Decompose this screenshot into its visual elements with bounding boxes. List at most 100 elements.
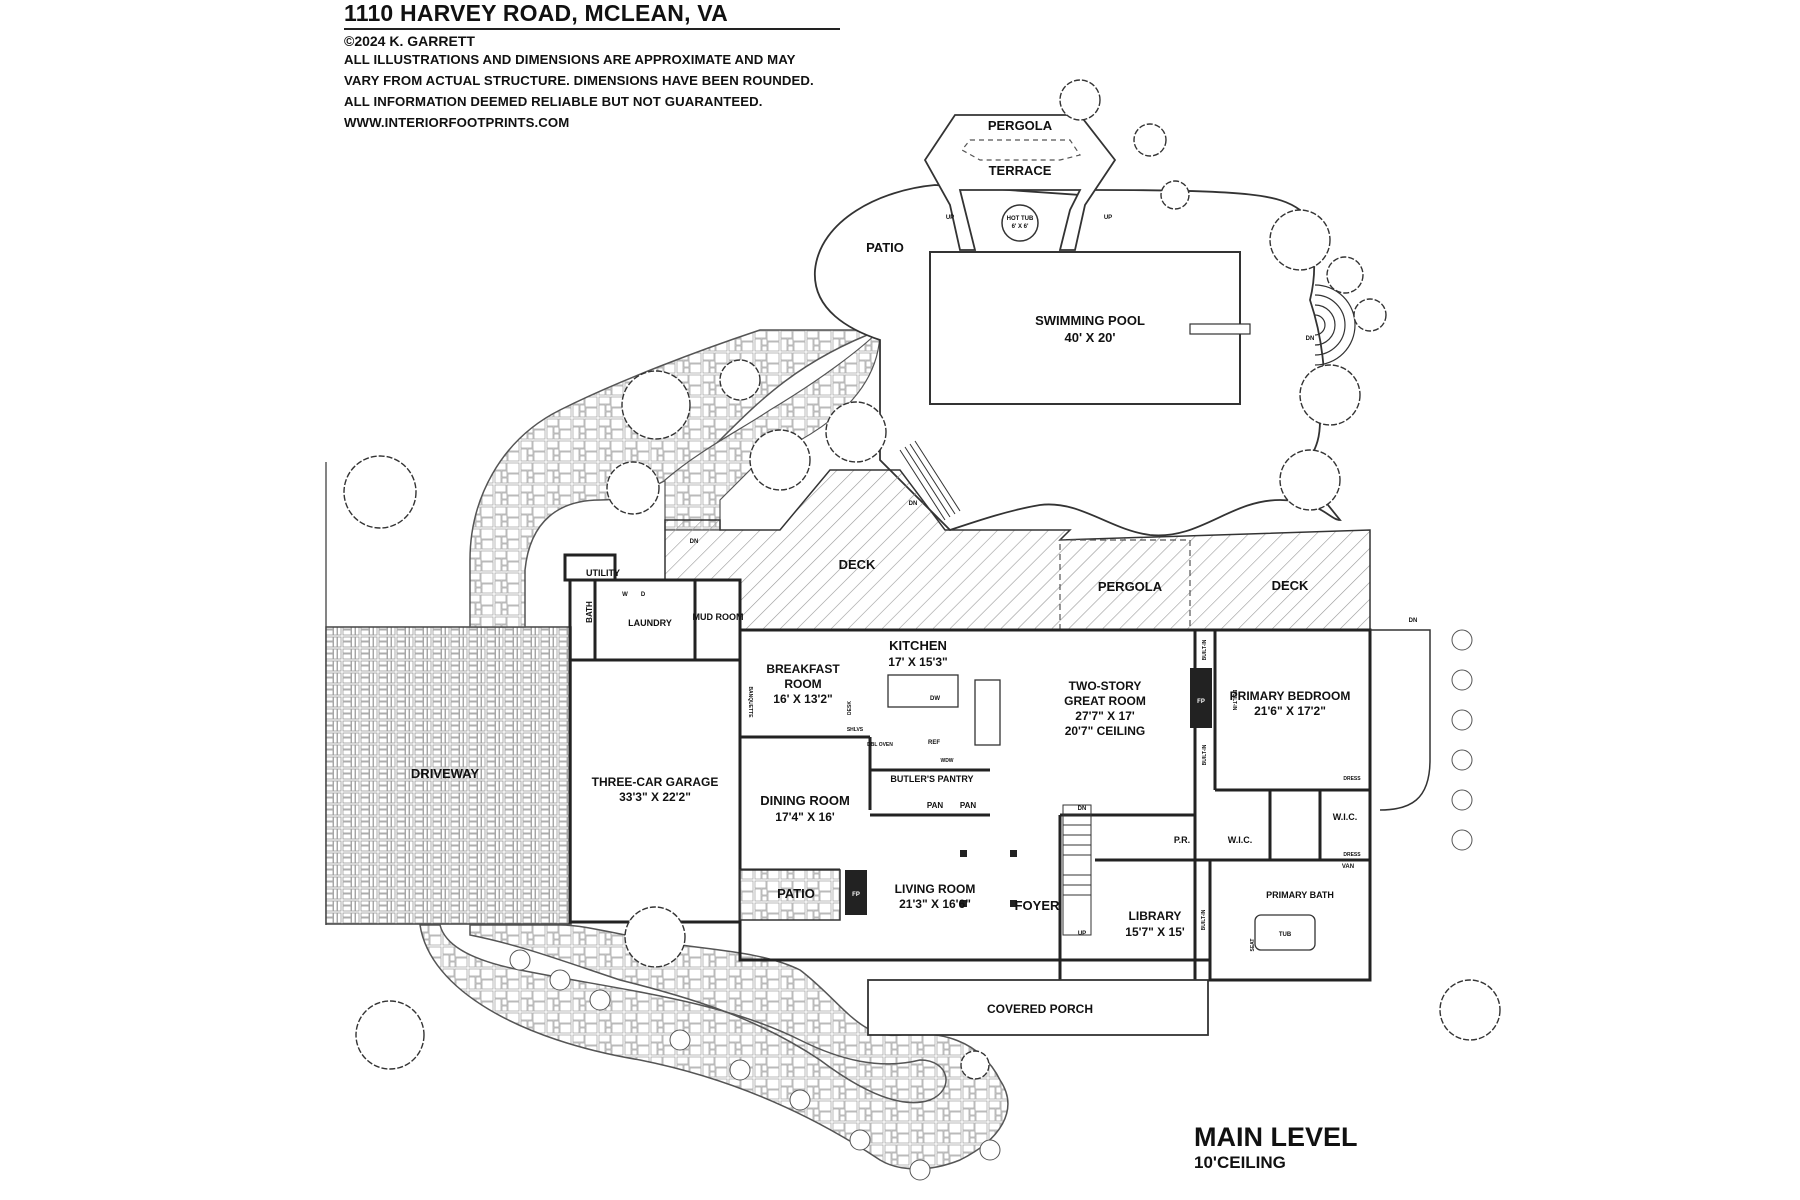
label-foyer: FOYER <box>1015 898 1060 913</box>
label-dn-1: DN <box>909 501 918 507</box>
tree-icon <box>1279 449 1341 511</box>
property-address: 1110 HARVEY ROAD, MCLEAN, VA <box>344 0 840 30</box>
label-dn-5: DN <box>1078 806 1087 812</box>
label-hot-tub-size: 6' X 6' <box>1012 224 1029 230</box>
label-garage-size: 33'3" X 22'2" <box>619 790 691 804</box>
label-banquette: BANQUETTE <box>747 686 753 718</box>
copyright-notice: ©2024 K. GARRETT <box>344 33 475 49</box>
label-wdw: WDW <box>940 758 953 764</box>
deck-stairs <box>899 440 961 521</box>
shrub-icon <box>549 969 571 991</box>
level-title: MAIN LEVEL <box>1194 1122 1358 1152</box>
label-built-in-4: BUILT-IN <box>1201 909 1207 930</box>
label-terrace: TERRACE <box>989 163 1052 178</box>
shrub-icon <box>669 1029 691 1051</box>
label-pergola-deck: PERGOLA <box>1098 579 1163 594</box>
terrace-outline <box>923 114 1117 251</box>
stone-walkway-south <box>419 924 1009 1170</box>
shrub-icon <box>1451 709 1473 731</box>
label-breakfast-size: 16' X 13'2" <box>773 692 832 706</box>
landscape-shrubs <box>509 629 1473 1181</box>
label-built-in-1: BUILT-IN <box>1202 639 1208 660</box>
label-utility: UTILITY <box>586 568 620 578</box>
shrub-icon <box>1451 669 1473 691</box>
tree-icon <box>343 455 417 529</box>
label-built-in-3: BUILT-IN <box>1202 744 1208 765</box>
driveway-paving <box>325 626 572 925</box>
tree-icon <box>1353 298 1387 332</box>
label-breakfast: BREAKFAST <box>766 662 840 676</box>
label-living-size: 21'3" X 16'6" <box>899 897 971 911</box>
label-dw: DW <box>930 696 940 702</box>
tree-icon <box>624 906 686 968</box>
label-great-room-size: 27'7" X 17' <box>1075 709 1135 723</box>
level-label: MAIN LEVEL 10'CEILING <box>1194 1122 1358 1174</box>
label-dbl-oven: DBL OVEN <box>867 742 893 748</box>
website-link[interactable]: WWW.INTERIORFOOTPRINTS.COM <box>344 115 570 130</box>
label-dining-size: 17'4" X 16' <box>775 810 835 824</box>
shrub-icon <box>589 989 611 1011</box>
label-kitchen-size: 17' X 15'3" <box>888 655 947 669</box>
label-van: VAN <box>1342 864 1354 870</box>
kitchen-island <box>887 674 959 708</box>
tree-icon <box>1133 123 1167 157</box>
tree-icon <box>1299 364 1361 426</box>
living-fireplace <box>845 870 867 915</box>
foyer-stairs <box>1062 804 1092 936</box>
label-desk: DESK <box>847 701 853 715</box>
label-dress-2: DRESS <box>1343 852 1361 858</box>
label-tub: TUB <box>1279 932 1292 938</box>
label-driveway: DRIVEWAY <box>411 766 479 781</box>
stone-walkway-north <box>469 329 881 628</box>
label-kitchen: KITCHEN <box>889 638 947 653</box>
label-dryer: D <box>641 592 646 598</box>
shrub-icon <box>1451 789 1473 811</box>
swimming-pool <box>929 251 1241 405</box>
label-patio-side: PATIO <box>777 886 815 901</box>
columns <box>960 850 1017 907</box>
tree-icon <box>621 370 691 440</box>
label-pr: P.R. <box>1174 835 1190 845</box>
pergola-dashed <box>961 139 1081 161</box>
shrub-icon <box>789 1089 811 1111</box>
landscape-trees <box>343 79 1501 1080</box>
shrub-icon <box>1451 749 1473 771</box>
plan-header: 1110 HARVEY ROAD, MCLEAN, VA ©2024 K. GA… <box>344 0 840 133</box>
level-ceiling: 10'CEILING <box>1194 1153 1286 1172</box>
label-breakfast-room: ROOM <box>784 677 821 691</box>
label-library-size: 15'7" X 15' <box>1125 925 1185 939</box>
shrub-icon <box>979 1139 1001 1161</box>
hot-tub <box>1001 204 1039 242</box>
label-built-in-2: BUILT-IN <box>1231 690 1237 711</box>
tree-icon <box>749 429 811 491</box>
tree-icon <box>960 1050 990 1080</box>
bedroom-deck-ramp <box>1370 629 1431 811</box>
shrub-icon <box>909 1159 931 1181</box>
label-wic-right: W.I.C. <box>1333 812 1358 822</box>
label-ref: REF <box>928 740 940 746</box>
label-dress-1: DRESS <box>1343 776 1361 782</box>
label-great-room-ceiling: 20'7" CEILING <box>1065 724 1146 738</box>
label-fp-great: FP <box>1197 699 1205 705</box>
great-room-fireplace <box>1190 668 1212 728</box>
label-washer: W <box>622 592 628 598</box>
label-seat: SEAT <box>1250 939 1256 952</box>
label-pan-2: PAN <box>960 801 977 810</box>
label-dn-3: DN <box>1306 336 1315 342</box>
label-up-2: UP <box>1104 215 1112 221</box>
label-living: LIVING ROOM <box>895 882 976 896</box>
label-mud-room: MUD ROOM <box>693 612 744 622</box>
tree-icon <box>825 401 887 463</box>
tree-icon <box>1326 256 1364 294</box>
label-butlers-pantry: BUTLER'S PANTRY <box>890 774 973 784</box>
shrub-icon <box>509 949 531 971</box>
label-dn-2: DN <box>690 539 699 545</box>
shrub-icon <box>1451 829 1473 851</box>
covered-porch <box>867 979 1209 1036</box>
label-garage: THREE-CAR GARAGE <box>592 775 719 789</box>
kitchen-peninsula <box>974 679 1001 746</box>
label-pan-1: PAN <box>927 801 944 810</box>
label-deck-right: DECK <box>1272 578 1309 593</box>
label-up-3: UP <box>1078 931 1086 937</box>
label-up-1: UP <box>946 215 954 221</box>
